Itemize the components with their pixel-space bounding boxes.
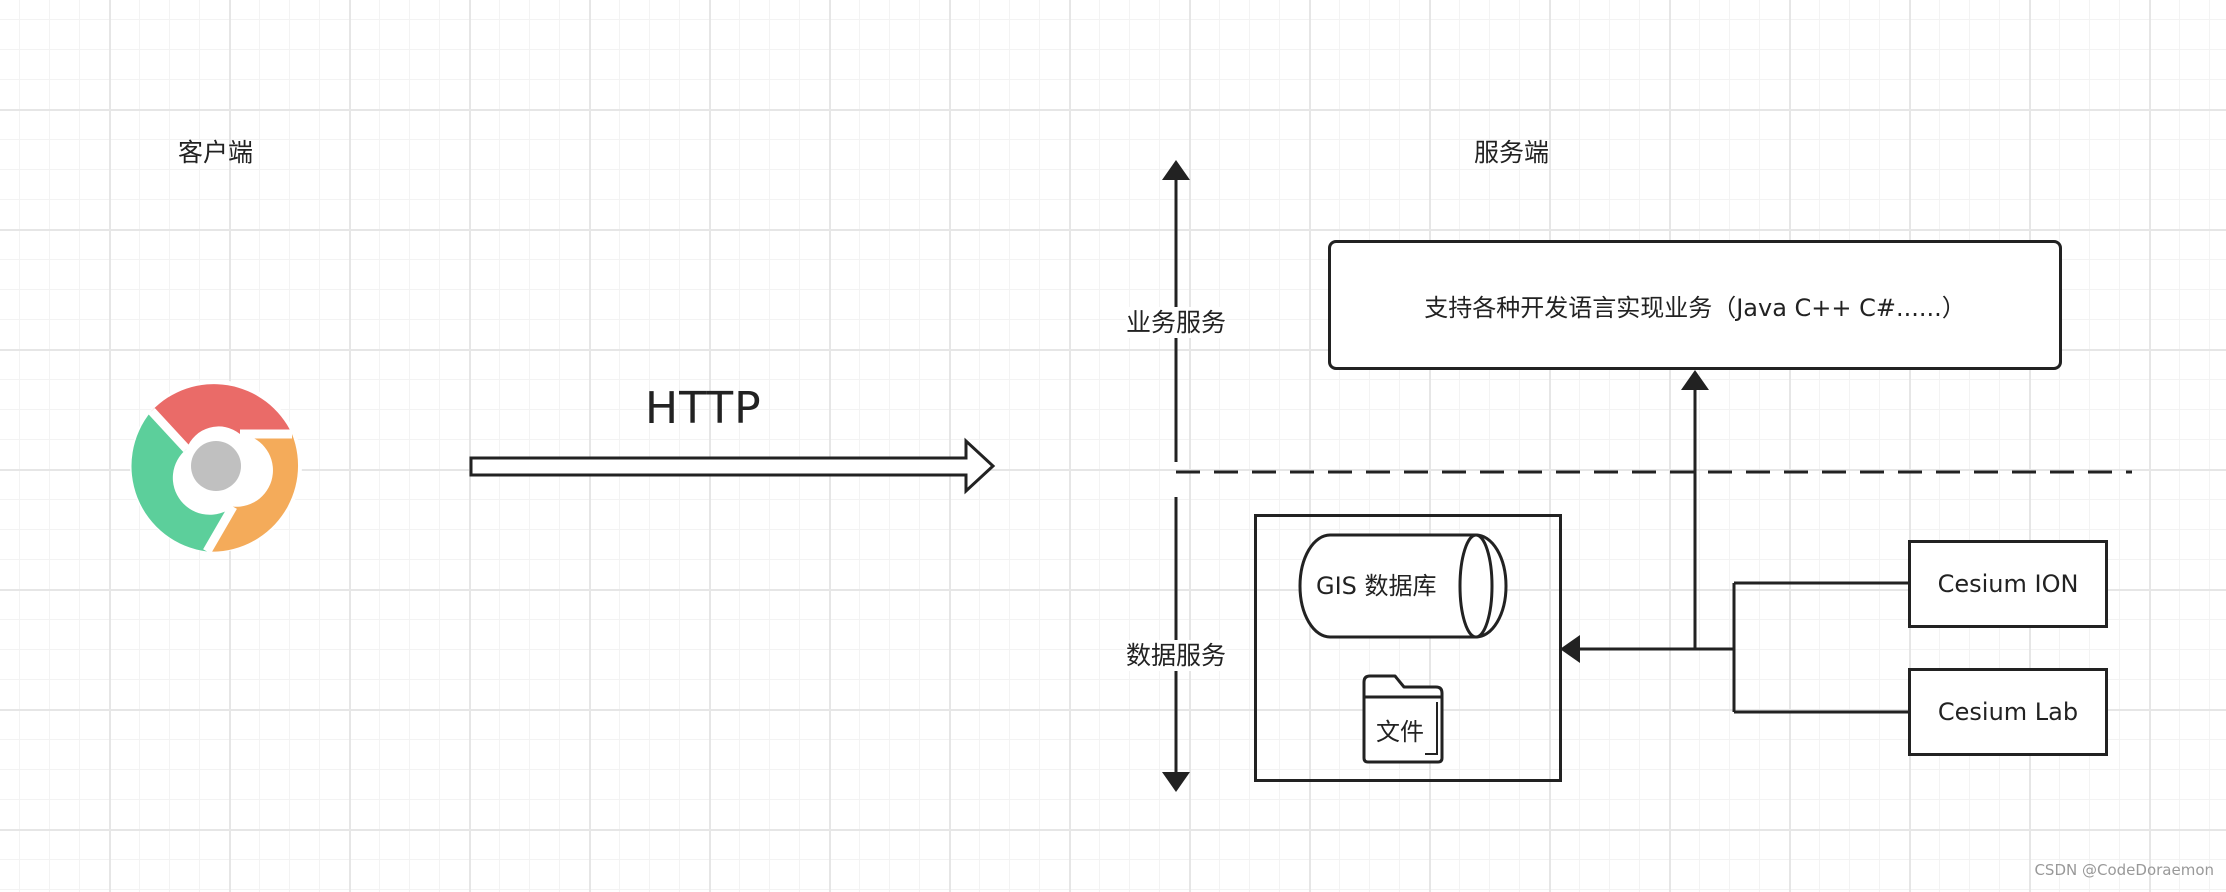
business-layer-label: 业务服务 bbox=[1126, 307, 1227, 338]
chrome-browser-icon bbox=[130, 380, 302, 552]
file-label: 文件 bbox=[1376, 718, 1424, 746]
cesium-lab-box: Cesium Lab bbox=[1908, 668, 2108, 756]
cesium-ion-box: Cesium ION bbox=[1908, 540, 2108, 628]
file-folder-icon bbox=[1362, 674, 1444, 764]
protocol-label: HTTP bbox=[645, 383, 762, 434]
business-box-text: 支持各种开发语言实现业务（Java C++ C#......） bbox=[1424, 293, 1966, 322]
chrome-green-segment bbox=[131, 411, 233, 552]
gis-database-icon bbox=[1298, 533, 1508, 639]
gis-db-label: GIS 数据库 bbox=[1316, 572, 1437, 600]
server-title: 服务端 bbox=[1474, 138, 1550, 167]
cesium-ion-label: Cesium ION bbox=[1937, 570, 2079, 598]
chrome-center bbox=[191, 441, 241, 491]
http-arrow bbox=[469, 437, 996, 495]
cesium-lab-label: Cesium Lab bbox=[1937, 698, 2079, 726]
business-service-box: 支持各种开发语言实现业务（Java C++ C#......） bbox=[1328, 240, 2062, 370]
chrome-orange-segment bbox=[207, 434, 299, 552]
client-title: 客户端 bbox=[178, 138, 254, 167]
watermark: CSDN @CodeDoraemon bbox=[2034, 861, 2214, 879]
data-layer-label: 数据服务 bbox=[1126, 640, 1227, 671]
